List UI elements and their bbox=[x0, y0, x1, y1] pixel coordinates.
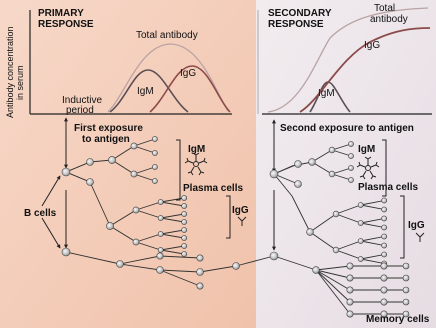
lymphocyte-cell bbox=[381, 287, 387, 293]
lymphocyte-cell bbox=[182, 219, 187, 224]
igg-secondary-label: IgG bbox=[408, 220, 425, 231]
lymphocyte-cell bbox=[233, 263, 240, 270]
lymphocyte-cell bbox=[403, 263, 409, 269]
lymphocyte-cell bbox=[347, 263, 353, 269]
lymphocyte-cell bbox=[152, 150, 157, 155]
lymphocyte-cell bbox=[347, 287, 353, 293]
primary-igg-label: IgG bbox=[180, 68, 196, 79]
lymphocyte-cell bbox=[382, 234, 387, 239]
lymphocyte-cell bbox=[158, 231, 163, 236]
lymphocyte-cell bbox=[358, 256, 363, 261]
lymphocyte-cell bbox=[158, 215, 163, 220]
lymphocyte-cell bbox=[158, 247, 163, 252]
lymphocyte-cell bbox=[157, 253, 163, 259]
lymphocyte-cell bbox=[347, 275, 353, 281]
lymphocyte-cell bbox=[313, 267, 320, 274]
lymphocyte-cell bbox=[382, 225, 387, 230]
secondary-igg-label: IgG bbox=[364, 40, 380, 51]
lymphocyte-cell bbox=[182, 211, 187, 216]
lymphocyte-cell bbox=[133, 207, 139, 213]
lymphocyte-cell bbox=[108, 156, 115, 163]
lymphocyte-cell bbox=[381, 299, 387, 305]
lymphocyte-cell bbox=[152, 136, 157, 141]
lymphocyte-cell bbox=[358, 220, 363, 225]
lymphocyte-cell bbox=[348, 141, 353, 146]
lymphocyte-cell bbox=[347, 299, 353, 305]
lymphocyte-cell bbox=[329, 147, 335, 153]
plasma-cells-secondary-label: Plasma cells bbox=[358, 182, 418, 193]
lymphocyte-cell bbox=[157, 267, 164, 274]
primary-igm-label: IgM bbox=[137, 86, 154, 97]
lymphocyte-cell bbox=[106, 222, 113, 229]
lymphocyte-cell bbox=[381, 275, 387, 281]
lymphocyte-cell bbox=[270, 252, 278, 260]
lymphocyte-cell bbox=[382, 207, 387, 212]
lymphocyte-cell bbox=[131, 143, 137, 149]
primary-panel-bg bbox=[0, 0, 256, 328]
lymphocyte-cell bbox=[62, 248, 70, 256]
lymphocyte-cell bbox=[182, 195, 187, 200]
lymphocyte-cell bbox=[333, 247, 339, 253]
lymphocyte-cell bbox=[182, 203, 187, 208]
lymphocyte-cell bbox=[309, 159, 316, 166]
lymphocyte-cell bbox=[152, 178, 157, 183]
lymphocyte-cell bbox=[295, 181, 302, 188]
lymphocyte-cell bbox=[382, 243, 387, 248]
lymphocyte-cell bbox=[348, 165, 353, 170]
b-cells-label: B cells bbox=[24, 208, 57, 219]
lymphocyte-cell bbox=[403, 299, 409, 305]
lymphocyte-cell bbox=[307, 229, 314, 236]
lymphocyte-cell bbox=[131, 171, 137, 177]
memory-cells-label: Memory cells bbox=[366, 314, 430, 325]
lymphocyte-cell bbox=[133, 239, 139, 245]
lymphocyte-cell bbox=[182, 227, 187, 232]
lymphocyte-cell bbox=[333, 211, 339, 217]
lymphocyte-cell bbox=[87, 159, 94, 166]
second-exposure-label: Second exposure to antigen bbox=[280, 123, 414, 134]
lymphocyte-cell bbox=[182, 235, 187, 240]
lymphocyte-cell bbox=[182, 251, 187, 256]
lymphocyte-cell bbox=[382, 216, 387, 221]
igg-primary-label: IgG bbox=[232, 205, 249, 216]
lymphocyte-cell bbox=[348, 177, 353, 182]
lymphocyte-cell bbox=[382, 252, 387, 257]
lymphocyte-cell bbox=[347, 311, 353, 317]
lymphocyte-cell bbox=[381, 263, 387, 269]
lymphocyte-cell bbox=[158, 199, 163, 204]
lymphocyte-cell bbox=[117, 261, 124, 268]
lymphocyte-cell bbox=[358, 202, 363, 207]
lymphocyte-cell bbox=[197, 269, 204, 276]
lymphocyte-cell bbox=[382, 198, 387, 203]
primary-header: PRIMARY RESPONSE bbox=[38, 8, 94, 30]
secondary-igm-label: IgM bbox=[318, 88, 335, 99]
lymphocyte-cell bbox=[270, 170, 278, 178]
lymphocyte-cell bbox=[403, 287, 409, 293]
lymphocyte-cell bbox=[197, 283, 203, 289]
lymphocyte-cell bbox=[403, 275, 409, 281]
igm-primary-label: IgM bbox=[188, 144, 205, 155]
lymphocyte-cell bbox=[62, 168, 70, 176]
lymphocyte-cell bbox=[329, 171, 335, 177]
lymphocyte-cell bbox=[182, 243, 187, 248]
lymphocyte-cell bbox=[348, 153, 353, 158]
igm-secondary-label: IgM bbox=[358, 144, 375, 155]
lymphocyte-cell bbox=[152, 164, 157, 169]
lymphocyte-cell bbox=[197, 255, 203, 261]
lymphocyte-cell bbox=[295, 161, 302, 168]
plasma-cells-primary-label: Plasma cells bbox=[183, 183, 243, 194]
primary-total-label: Total antibody bbox=[136, 30, 198, 41]
lymphocyte-cell bbox=[87, 179, 94, 186]
lymphocyte-cell bbox=[358, 238, 363, 243]
